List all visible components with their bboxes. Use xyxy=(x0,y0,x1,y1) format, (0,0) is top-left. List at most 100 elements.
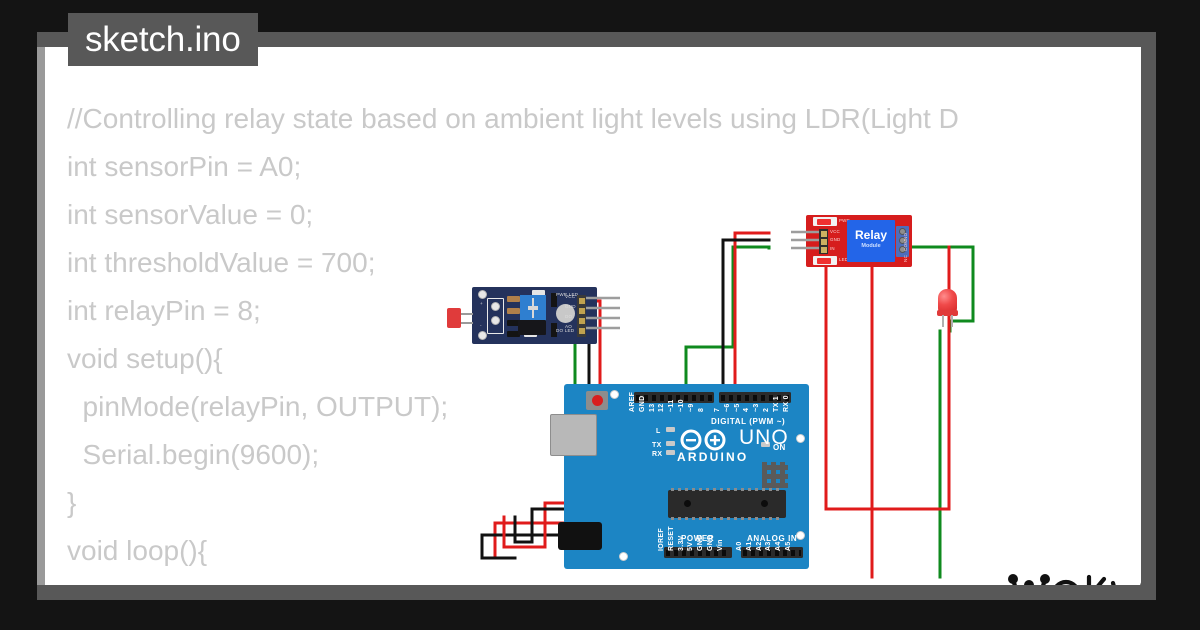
pin-label-9: ~9 xyxy=(687,403,695,412)
do-led-label: DO LED xyxy=(556,328,575,333)
pin-label-2: 2 xyxy=(763,407,770,412)
pwr-label: PWR xyxy=(839,218,850,223)
atmega-chip xyxy=(668,488,786,520)
led-label-rx: RX xyxy=(652,451,663,458)
power-header[interactable] xyxy=(664,547,732,558)
frame-band-bottom xyxy=(37,585,1156,600)
relay-pin-gnd: GND xyxy=(830,237,841,243)
pin-label-12: 12 xyxy=(658,403,666,412)
smd-part xyxy=(551,293,557,307)
pin-label-11: ~11 xyxy=(668,399,676,412)
led-l-icon xyxy=(666,427,675,432)
pin-label-gnd: GND xyxy=(638,395,646,412)
screw-terminal-block[interactable] xyxy=(896,226,909,257)
led-tx-icon xyxy=(666,441,675,446)
tab-sketch-ino[interactable]: sketch.ino xyxy=(68,13,258,66)
ldr-lead xyxy=(461,322,473,324)
resistor xyxy=(507,331,520,337)
power-header-label: POWER xyxy=(681,534,715,543)
frame-band-top xyxy=(37,32,1156,47)
pwr-led-icon xyxy=(817,218,831,225)
analog-header-label: ANALOG IN xyxy=(747,534,798,543)
usb-connector xyxy=(550,414,597,456)
led-label-tx: TX xyxy=(652,442,662,449)
module-pin-header[interactable] xyxy=(577,295,586,337)
terminal-pad[interactable] xyxy=(491,302,500,311)
ldr-sensor-module[interactable]: + - PWR LED DO LED VCC GND DO AO xyxy=(472,287,620,344)
frame-band-right xyxy=(1141,32,1156,600)
electrolytic-cap xyxy=(556,304,575,323)
potentiometer[interactable] xyxy=(520,295,546,321)
relay-pin-header[interactable] xyxy=(819,229,828,254)
relay-pin-vcc: VCC xyxy=(830,229,840,234)
pin-label-10: ~10 xyxy=(678,399,685,412)
code-line-3: int sensorValue = 0; xyxy=(67,199,314,230)
power-led-icon xyxy=(761,442,770,447)
ldr-pin-wire-stubs xyxy=(586,296,620,330)
led-cathode-pin xyxy=(951,315,953,327)
code-line-1: //Controlling relay state based on ambie… xyxy=(67,103,959,134)
led-rx-icon xyxy=(666,450,675,455)
ldr-pin-vcc: VCC xyxy=(565,294,576,299)
editor-canvas: //Controlling relay state based on ambie… xyxy=(45,47,1141,585)
pin-label-rx0: RX 0 xyxy=(782,395,790,412)
relay-subtitle: Module xyxy=(861,243,881,249)
pin-label-a0: A0 xyxy=(736,541,743,551)
led-rim xyxy=(937,310,958,316)
led-bulb xyxy=(938,289,957,315)
relay-pin-wire-stubs xyxy=(791,230,819,250)
red-led[interactable] xyxy=(935,289,961,331)
pin-label-13: 13 xyxy=(648,403,656,412)
ldr-pin-ao: AO xyxy=(565,324,573,329)
ldr-photoresistor[interactable] xyxy=(442,300,476,335)
pin-label-5v: 5V xyxy=(687,541,695,551)
terminal-pad[interactable] xyxy=(478,290,487,299)
pin-label-6: ~6 xyxy=(723,403,731,412)
capacitor xyxy=(532,290,545,296)
reset-button[interactable] xyxy=(586,391,608,410)
digital-header-label: DIGITAL (PWM ~) xyxy=(711,417,786,426)
terminal-pad[interactable] xyxy=(478,331,487,340)
mounting-hole xyxy=(619,552,628,561)
arduino-infinity-logo xyxy=(680,429,726,451)
icsp-header xyxy=(762,462,788,488)
code-editor-text[interactable]: //Controlling relay state based on ambie… xyxy=(67,95,1141,585)
board-brand-label: ARDUINO xyxy=(677,450,749,464)
mounting-hole xyxy=(796,434,805,443)
terminal-pad[interactable] xyxy=(491,316,500,325)
terminal-plus-label: + xyxy=(480,301,483,306)
terminal-minus-label: - xyxy=(480,323,482,328)
led1-icon xyxy=(817,257,831,264)
pin-label-8: 8 xyxy=(697,407,705,412)
ldr-pin-gnd: GND xyxy=(565,304,576,309)
pin-label-aref: AREF xyxy=(629,391,636,412)
power-jack xyxy=(558,522,602,550)
relay-terminal-com: COM xyxy=(903,239,908,251)
led-label-l: L xyxy=(656,428,661,435)
code-line-11: sensorValue = analogRead(sensorPin); xyxy=(67,575,1141,585)
relay-pin-in: IN xyxy=(830,245,835,251)
mounting-hole xyxy=(610,390,619,399)
digital-header-high[interactable] xyxy=(634,392,714,403)
pin-label-tx1: TX 1 xyxy=(772,396,780,412)
pwr-led-label: PWR LED xyxy=(556,292,579,297)
relay-title: Relay xyxy=(854,228,888,242)
code-line-6: void setup(){ xyxy=(67,343,223,374)
resistor xyxy=(507,308,520,314)
pin-label-3: ~3 xyxy=(753,403,761,412)
led1-label: LED1 xyxy=(839,257,851,262)
pin-label-ioref: IOREF xyxy=(658,528,665,551)
code-line-5: int relayPin = 8; xyxy=(67,295,261,326)
ldr-pin-do: DO xyxy=(565,314,573,319)
analog-header[interactable] xyxy=(741,547,803,558)
pin-label-4: 4 xyxy=(743,407,751,412)
mounting-hole xyxy=(796,531,805,540)
digital-header-low[interactable] xyxy=(719,392,791,403)
relay-body: Relay Module xyxy=(847,220,895,262)
power-led-label: ON xyxy=(773,443,786,452)
code-line-9: } xyxy=(67,487,77,518)
pin-label-reset: RESET xyxy=(667,526,675,551)
pin-label-5: ~5 xyxy=(733,403,741,412)
